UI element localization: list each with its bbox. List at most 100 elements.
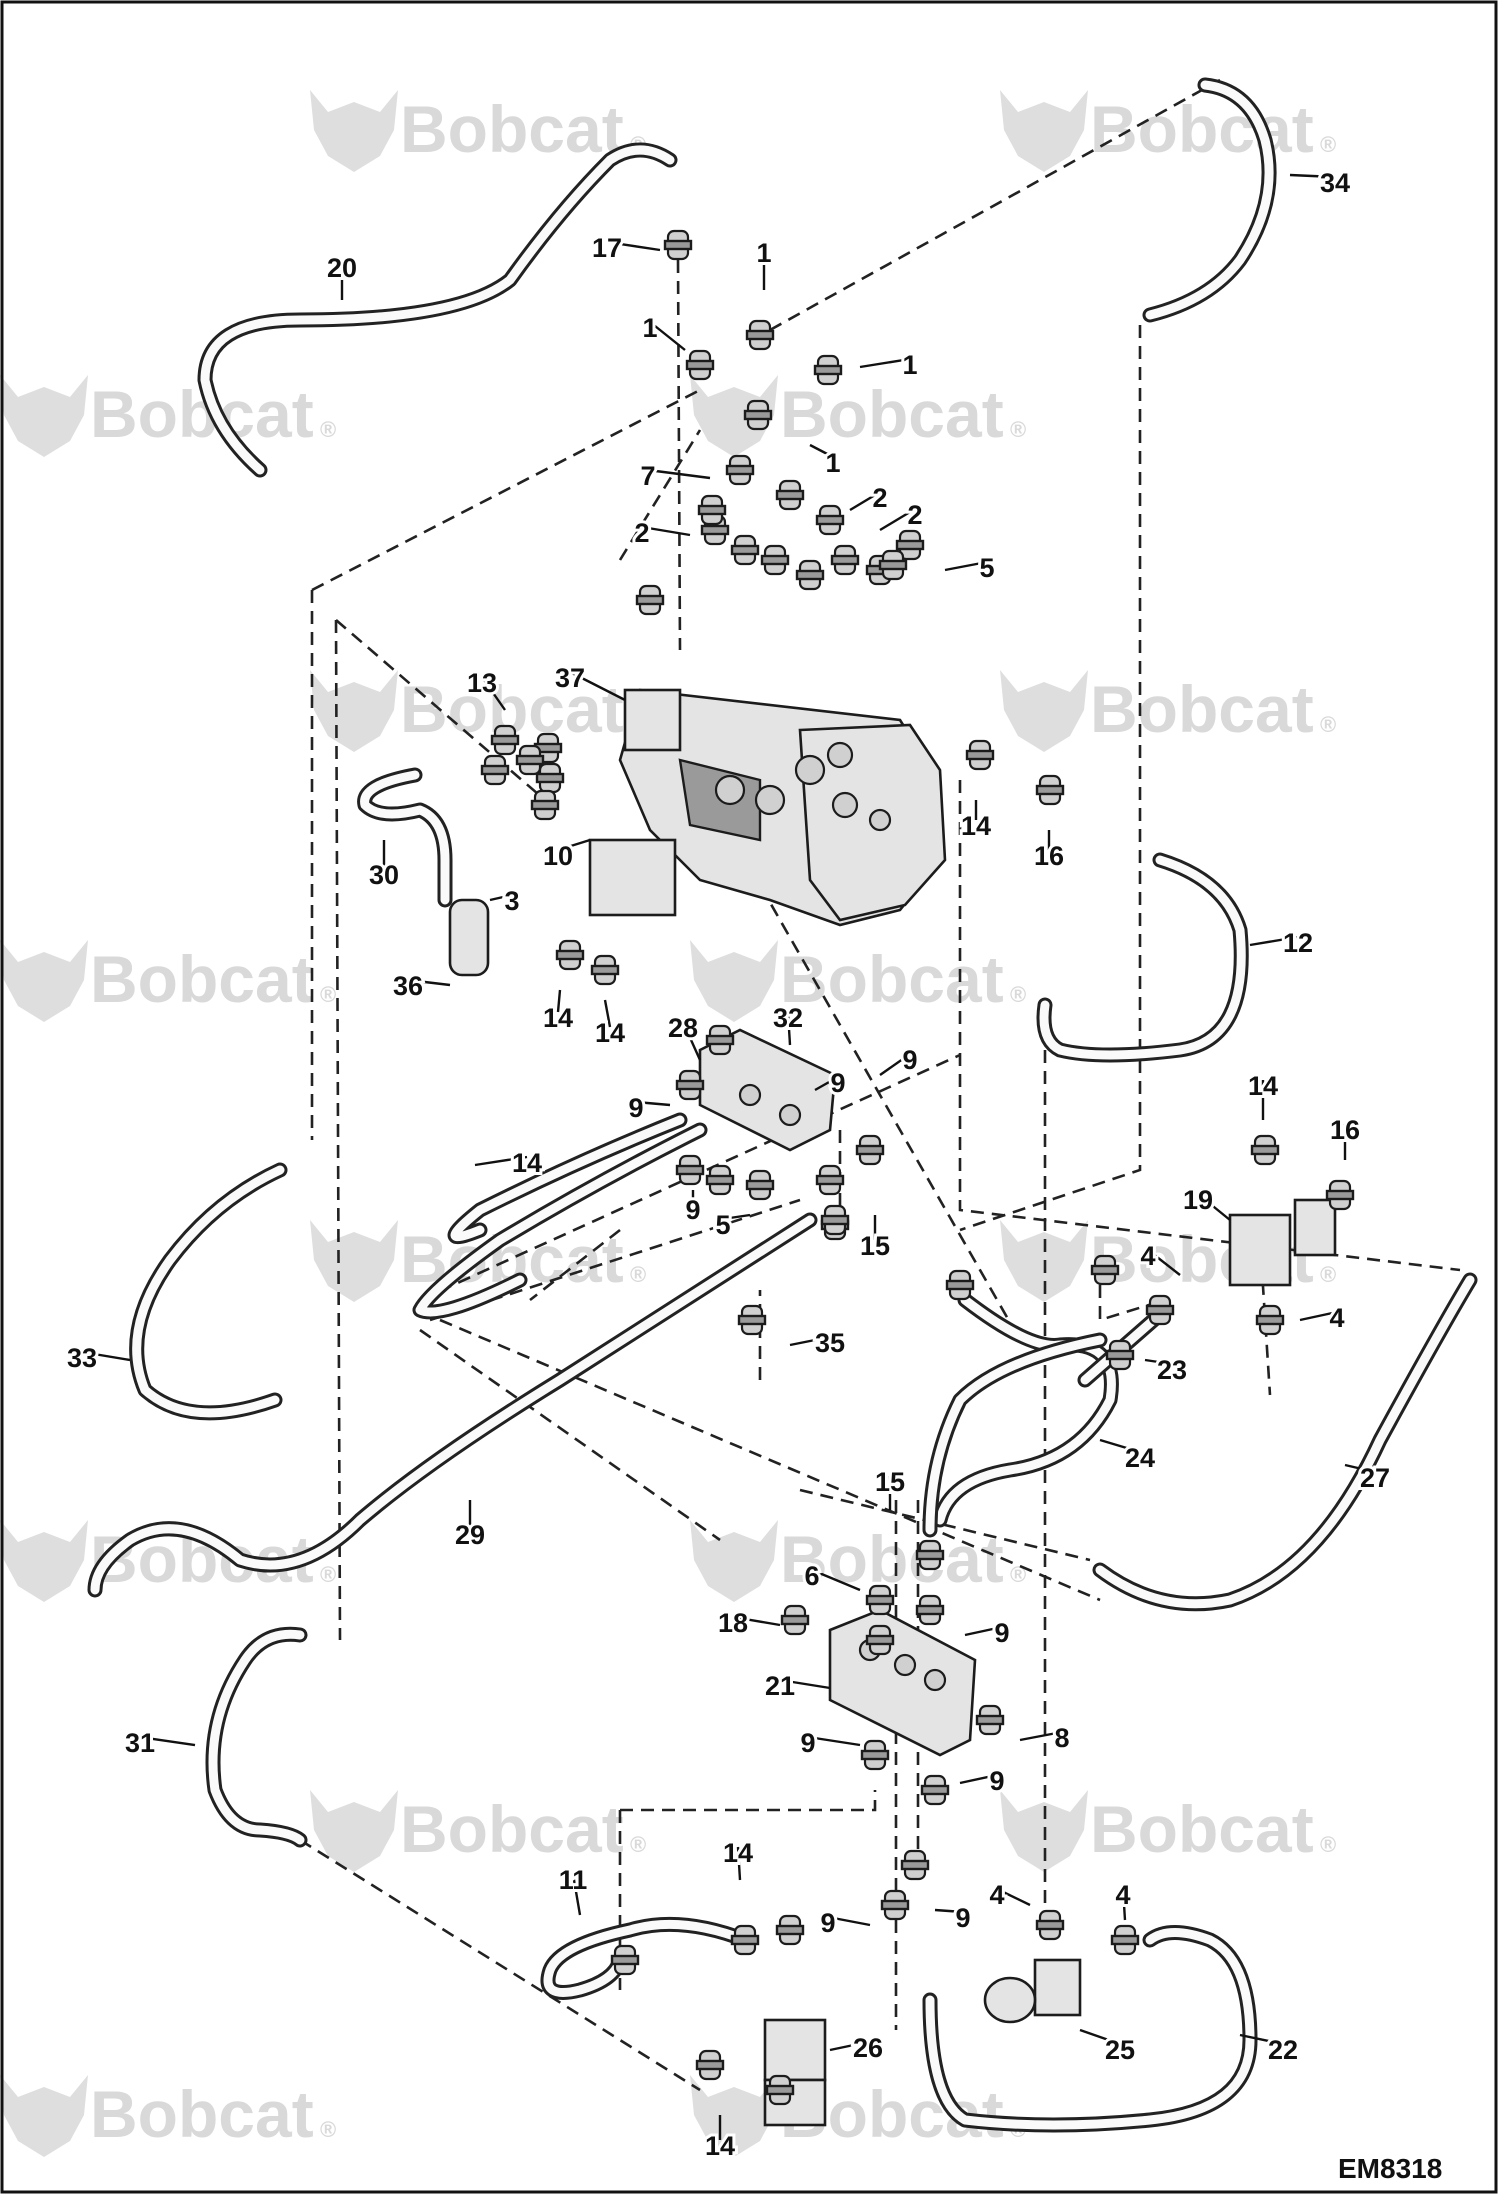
leader-line: [569, 670, 626, 702]
hydraulic-fitting: [780, 1604, 810, 1636]
fitting-nut: [555, 949, 585, 961]
fitting-nut: [975, 1714, 1005, 1726]
watermark-registered-mark: ®: [1010, 982, 1026, 1007]
hydraulic-fitting: [610, 1944, 640, 1976]
bobcat-watermark: Bobcat®: [310, 1790, 646, 1872]
hydraulic-fitting: [1035, 1909, 1065, 1941]
hydraulic-fitting: [705, 1164, 735, 1196]
hydraulic-fitting: [915, 1594, 945, 1626]
bobcat-watermark: Bobcat®: [690, 1520, 1026, 1602]
callout-label: 14: [705, 2131, 735, 2161]
solenoid-valve-19: [1228, 1198, 1337, 1287]
watermark-brand: Bobcat: [90, 2077, 314, 2151]
callout-label: 24: [1125, 1443, 1155, 1473]
fitting-nut: [685, 359, 715, 371]
callout-label: 9: [628, 1093, 643, 1123]
fitting-nut: [965, 749, 995, 761]
solenoid-valve-26: [763, 2018, 827, 2127]
hose-31: [205, 1626, 308, 1848]
hydraulic-fitting: [730, 1924, 760, 1956]
leader-line: [959, 1773, 998, 1785]
leader-line: [641, 525, 691, 537]
callout-label: 15: [860, 1231, 890, 1261]
callout-label: 21: [765, 1671, 795, 1701]
hydraulic-fitting: [730, 534, 760, 566]
callout-label: 1: [825, 448, 840, 478]
fitting-nut: [663, 239, 693, 251]
fitting-nut: [775, 489, 805, 501]
hydraulic-fitting: [635, 584, 665, 616]
callout-label: 9: [902, 1045, 917, 1075]
callout-label: 14: [595, 1018, 625, 1048]
hydraulic-fitting: [530, 789, 560, 821]
control-valve-assembly: [588, 688, 947, 927]
leader-line: [1079, 2028, 1121, 2046]
hydraulic-fitting: [725, 454, 755, 486]
watermark-brand: Bobcat: [780, 942, 1004, 1016]
leader-line: [1147, 1249, 1181, 1276]
fitting-nut: [1105, 1349, 1135, 1361]
manifold-32: [698, 1028, 837, 1152]
watermark-brand: Bobcat: [1090, 672, 1314, 746]
callout-label: 35: [815, 1328, 845, 1358]
bobcat-watermark: Bobcat®: [690, 940, 1026, 1022]
bobcat-watermark: Bobcat®: [0, 375, 336, 457]
leader-line: [809, 443, 834, 459]
fitting-nut: [1250, 1144, 1280, 1156]
hydraulic-fitting: [675, 1069, 705, 1101]
figure-code: EM8318: [1338, 2153, 1442, 2184]
callout-label: 4: [1329, 1303, 1344, 1333]
fitting-nut: [1145, 1304, 1175, 1316]
accumulator-36: [448, 898, 490, 977]
leader-line: [1144, 1358, 1173, 1366]
leader-line: [407, 978, 451, 987]
solenoid-valve-25: [983, 1958, 1082, 2024]
bobcat-logo-icon: [0, 375, 88, 457]
hydraulic-fitting: [945, 1269, 975, 1301]
callout-label: 34: [1320, 168, 1350, 198]
hose-34: [1142, 77, 1277, 323]
fitting-nut: [1090, 1264, 1120, 1276]
watermark-registered-mark: ®: [1010, 1562, 1026, 1587]
hydraulic-fitting: [830, 544, 860, 576]
fitting-nut: [765, 2084, 795, 2096]
leader-line: [1239, 2033, 1284, 2046]
leader-line: [1019, 1730, 1063, 1742]
fitting-nut: [775, 1924, 805, 1936]
leader-line: [571, 1873, 582, 1916]
leader-line: [722, 1213, 751, 1221]
fitting-nut: [635, 594, 665, 606]
leader-line: [1197, 1193, 1231, 1221]
hydraulic-fitting: [815, 504, 845, 536]
fitting-nut: [760, 554, 790, 566]
hose-29: [87, 1212, 818, 1598]
bobcat-watermark: Bobcat®: [1000, 670, 1336, 752]
watermark-registered-mark: ®: [1010, 417, 1026, 442]
hydraulic-fitting: [975, 1704, 1005, 1736]
bobcat-logo-icon: [0, 1520, 88, 1602]
leader-line: [789, 1335, 831, 1347]
callout-label: 27: [1360, 1463, 1390, 1493]
hydraulic-fitting: [490, 724, 520, 756]
bobcat-watermark: Bobcat®: [690, 375, 1026, 457]
fitting-nut: [860, 1749, 890, 1761]
fitting-nut: [535, 772, 565, 784]
fitting-nut: [1035, 1919, 1065, 1931]
callout-label: 14: [512, 1148, 542, 1178]
fitting-nut: [530, 799, 560, 811]
hydraulic-fitting: [515, 744, 545, 776]
bobcat-logo-icon: [690, 940, 778, 1022]
fitting-nut: [895, 539, 925, 551]
fitting-nut: [515, 754, 545, 766]
callout-label: 33: [67, 1343, 97, 1373]
bobcat-watermark: Bobcat®: [1000, 90, 1336, 172]
hydraulic-fitting: [920, 1774, 950, 1806]
callout-label: 20: [327, 253, 357, 283]
leader-line: [1289, 173, 1336, 179]
hydraulic-fitting: [555, 939, 585, 971]
callout-label: 29: [455, 1520, 485, 1550]
leader-line: [481, 676, 506, 711]
fitting-nut: [695, 2059, 725, 2071]
bobcat-watermark: Bobcat®: [1000, 1790, 1336, 1872]
